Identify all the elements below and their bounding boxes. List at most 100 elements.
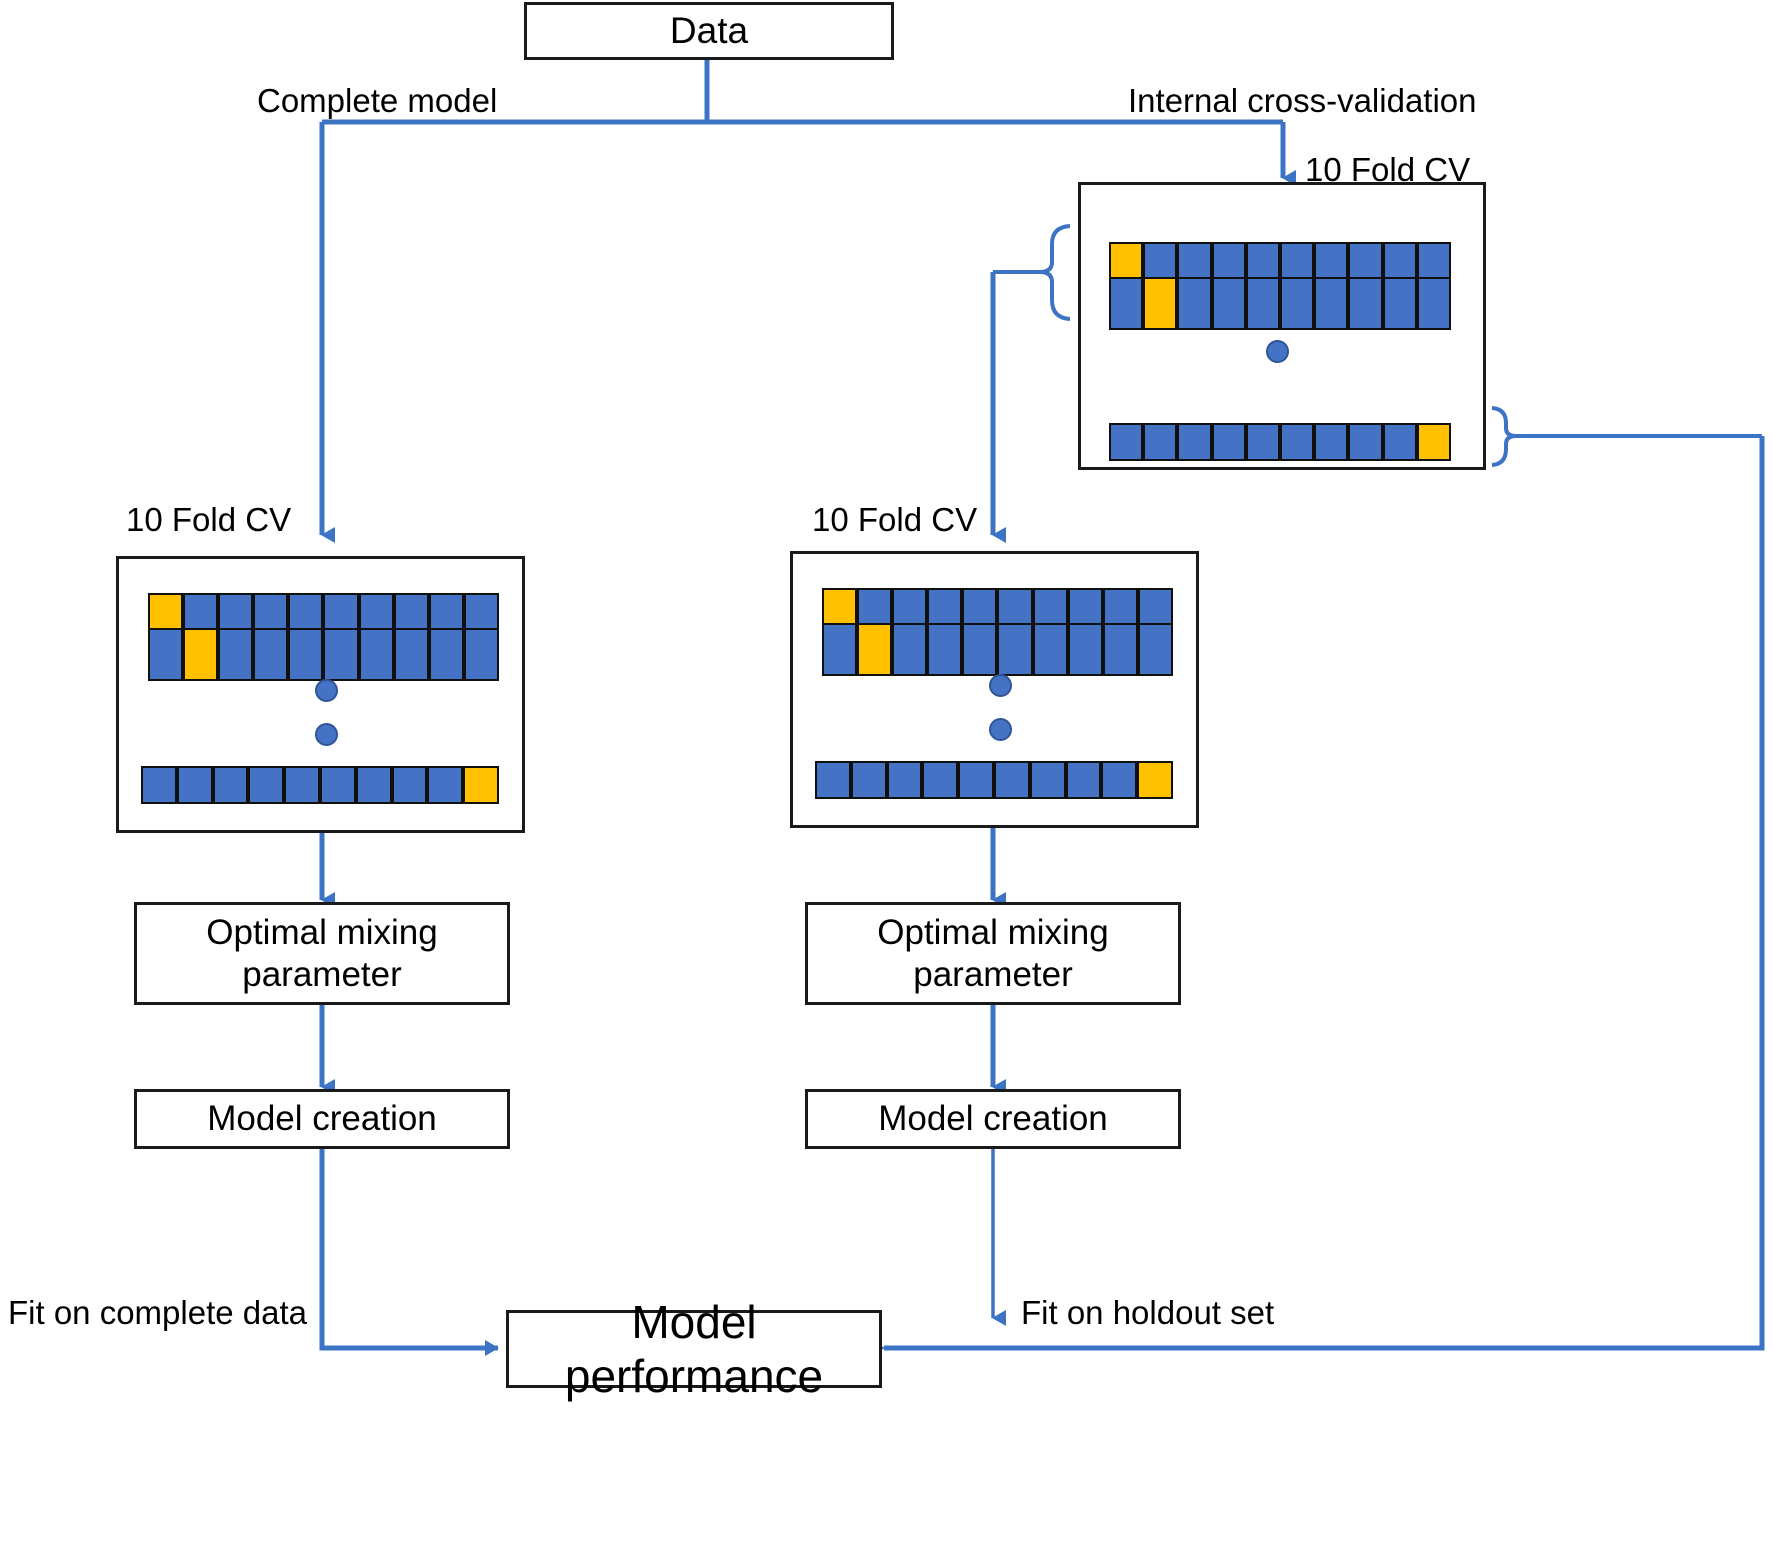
fold-cell <box>1143 423 1178 461</box>
fold-row <box>822 588 1173 626</box>
fold-cell <box>148 593 184 631</box>
fold-cell <box>922 761 959 799</box>
fold-cell <box>148 628 184 681</box>
node-model-performance[interactable]: Model performance <box>506 1296 882 1402</box>
fold-row <box>815 761 1173 799</box>
fold-cell <box>962 623 998 676</box>
fold-cell <box>253 628 289 681</box>
fold-cell <box>1280 423 1315 461</box>
fold-cell <box>1102 588 1138 626</box>
fold-cell <box>319 766 356 804</box>
fold-cell <box>284 766 320 804</box>
fold-cell <box>1382 277 1417 330</box>
fold-row <box>141 766 499 804</box>
edge-create-left-to-performance <box>319 1149 499 1356</box>
fold-cell <box>1109 423 1144 461</box>
fold-cell <box>183 593 219 631</box>
ellipsis-dot <box>989 718 1012 741</box>
fold-cell <box>428 593 464 631</box>
fold-cell <box>1137 588 1173 626</box>
fold-cell <box>997 588 1033 626</box>
node-model-creation-left-label: Model creation <box>207 1099 437 1139</box>
node-optimal-mixing-left-label: Optimal mixing parameter <box>206 913 438 994</box>
fold-cell <box>962 588 998 626</box>
fold-cell <box>1177 423 1212 461</box>
fold-cell <box>1382 423 1417 461</box>
fold-row <box>148 593 499 631</box>
fold-cell <box>288 628 324 681</box>
cv-caption-bottom-right: 10 Fold CV <box>812 501 978 538</box>
cv-caption-top-right: 10 Fold CV <box>1305 151 1471 188</box>
fold-cell <box>1029 761 1066 799</box>
fold-cell <box>927 588 963 626</box>
fold-cell <box>1314 423 1349 461</box>
fold-cell <box>1314 277 1349 330</box>
fold-cell <box>1137 761 1173 799</box>
fold-cell <box>358 593 394 631</box>
fold-cell <box>1143 277 1178 330</box>
fold-cell <box>1245 423 1281 461</box>
fold-cell <box>857 623 893 676</box>
edge-label-complete-model: Complete model <box>257 82 498 119</box>
node-optimal-mixing-right[interactable]: Optimal mixing parameter <box>805 902 1181 1005</box>
fold-cell <box>218 628 254 681</box>
fold-cell <box>886 761 923 799</box>
fold-cell <box>958 761 994 799</box>
fold-cell <box>892 623 928 676</box>
fold-cell <box>1348 242 1383 280</box>
node-model-creation-right-label: Model creation <box>878 1099 1108 1139</box>
fold-cell <box>1211 277 1246 330</box>
fold-cell <box>358 628 394 681</box>
fold-row <box>1109 423 1452 461</box>
fold-cell <box>1032 623 1068 676</box>
node-optimal-mixing-left[interactable]: Optimal mixing parameter <box>134 902 510 1005</box>
fold-cell <box>927 623 963 676</box>
fold-cell <box>1065 761 1102 799</box>
fold-cell <box>1109 277 1144 330</box>
fold-cell <box>355 766 392 804</box>
node-optimal-mixing-right-label: Optimal mixing parameter <box>877 913 1109 994</box>
fold-cell <box>393 628 429 681</box>
node-model-performance-label: Model performance <box>564 1295 824 1402</box>
fold-cell <box>1314 242 1349 280</box>
fold-cell <box>1067 588 1103 626</box>
fold-cell <box>463 766 499 804</box>
node-data-label: Data <box>669 10 749 52</box>
fold-cell <box>212 766 249 804</box>
fold-cell <box>463 593 499 631</box>
fold-cell <box>1143 242 1178 280</box>
cv-block-top-right <box>1078 182 1486 470</box>
node-model-creation-right[interactable]: Model creation <box>805 1089 1181 1149</box>
fold-cell <box>463 628 499 681</box>
fold-cell <box>141 766 177 804</box>
fold-cell <box>1137 623 1173 676</box>
fold-cell <box>1280 277 1315 330</box>
fold-cell <box>253 593 289 631</box>
fold-cell <box>892 588 928 626</box>
cv-block-bottom-right <box>790 551 1199 828</box>
fold-cell <box>1177 277 1212 330</box>
fold-cell <box>1416 277 1452 330</box>
fold-cell <box>997 623 1033 676</box>
node-model-creation-left[interactable]: Model creation <box>134 1089 510 1149</box>
fold-cell <box>391 766 428 804</box>
brace-holdout-fold <box>1491 406 1517 467</box>
fold-cell <box>288 593 324 631</box>
fold-cell <box>1211 242 1246 280</box>
edge-label-fit-on-complete-data: Fit on complete data <box>8 1294 307 1331</box>
ellipsis-dot <box>315 723 338 746</box>
ellipsis-dot <box>315 679 338 702</box>
fold-cell <box>1245 242 1281 280</box>
fold-cell <box>1211 423 1246 461</box>
fold-cell <box>428 628 464 681</box>
node-data[interactable]: Data <box>524 2 894 60</box>
edge-label-internal-cross-validation: Internal cross-validation <box>1128 82 1477 119</box>
fold-cell <box>1382 242 1417 280</box>
fold-row <box>148 628 499 681</box>
fold-cell <box>1032 588 1068 626</box>
fold-cell <box>1067 623 1103 676</box>
fold-cell <box>248 766 285 804</box>
fold-cell <box>218 593 254 631</box>
fold-cell <box>183 628 219 681</box>
